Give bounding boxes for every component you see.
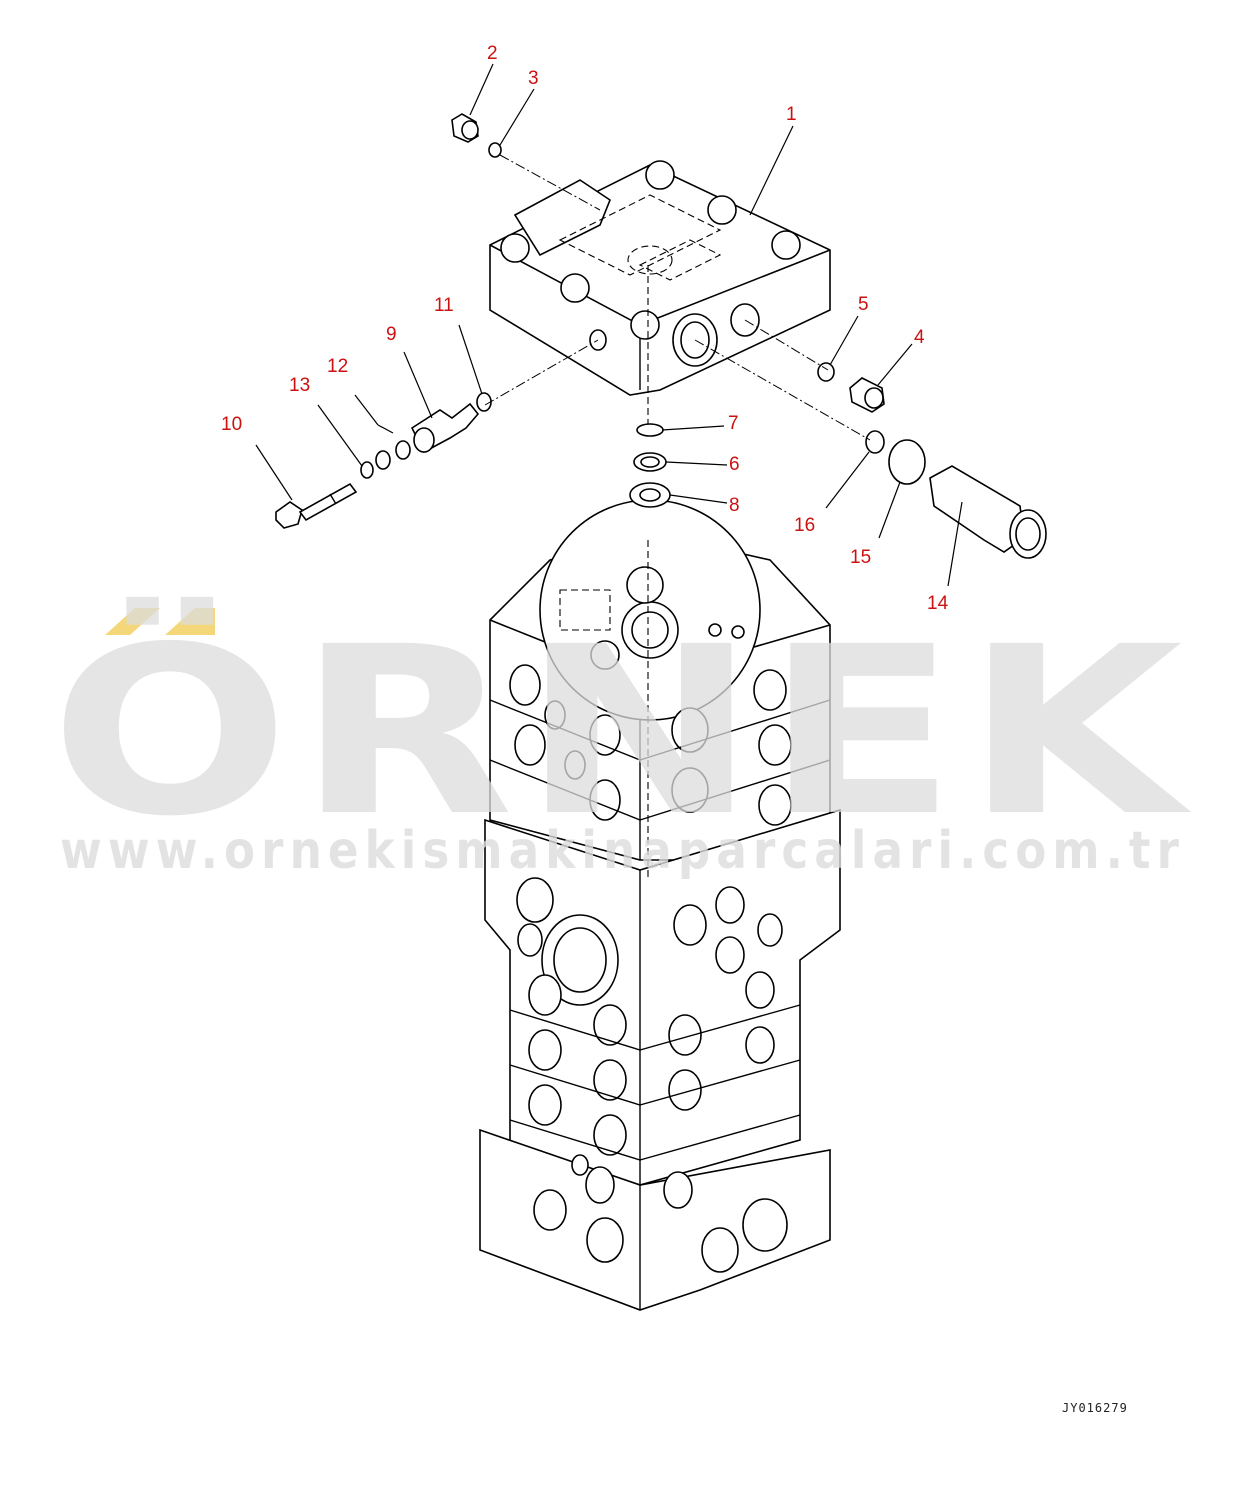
plug-part-4 bbox=[849, 377, 885, 413]
fitting-part-9 bbox=[410, 402, 480, 454]
callout-6: 6 bbox=[729, 454, 740, 475]
callout-11: 11 bbox=[434, 295, 454, 316]
top-cover-part-1 bbox=[489, 160, 831, 430]
ring-part-13 bbox=[360, 461, 374, 479]
callout-4: 4 bbox=[914, 327, 925, 348]
o-ring-part-16 bbox=[865, 430, 885, 454]
callout-5: 5 bbox=[858, 294, 869, 315]
watermark-accent-left bbox=[105, 608, 160, 635]
callout-14: 14 bbox=[927, 593, 949, 614]
callout-7: 7 bbox=[728, 413, 739, 434]
plug-part-2 bbox=[451, 113, 479, 143]
callout-3: 3 bbox=[528, 68, 539, 89]
callout-10: 10 bbox=[221, 414, 242, 435]
callout-15: 15 bbox=[850, 547, 871, 568]
bolt-part-10 bbox=[275, 482, 358, 529]
callout-9: 9 bbox=[386, 324, 397, 345]
o-ring-part-11 bbox=[476, 392, 492, 412]
callout-12: 12 bbox=[327, 356, 348, 377]
callout-16: 16 bbox=[794, 515, 815, 536]
spool-part-14 bbox=[929, 465, 1047, 559]
callout-2: 2 bbox=[487, 43, 498, 64]
drawing-code: JY016279 bbox=[1062, 1401, 1128, 1415]
washer-part-8 bbox=[629, 482, 671, 508]
ring-set-part-12 bbox=[375, 440, 411, 470]
o-ring-part-15 bbox=[888, 439, 926, 485]
o-ring-part-7 bbox=[636, 423, 664, 437]
callout-8: 8 bbox=[729, 495, 740, 516]
watermark: ÖRNEK www.ornekismakinaparcalari.com.tr bbox=[50, 596, 1191, 881]
leader-lines bbox=[255, 63, 963, 587]
watermark-accent-right bbox=[165, 608, 215, 635]
o-ring-part-5 bbox=[817, 362, 835, 382]
assembly-lines bbox=[484, 154, 871, 441]
valve-stack-body bbox=[479, 499, 841, 1311]
o-ring-part-3 bbox=[488, 142, 502, 158]
callout-1: 1 bbox=[786, 104, 797, 125]
watermark-brand: ÖRNEK bbox=[50, 596, 1191, 867]
callout-13: 13 bbox=[289, 375, 310, 396]
callout-labels: 1 2 3 4 5 6 7 8 9 10 11 12 13 14 15 16 bbox=[221, 43, 949, 614]
watermark-url: www.ornekismakinaparcalari.com.tr bbox=[60, 821, 1185, 881]
seal-part-6 bbox=[633, 452, 667, 472]
